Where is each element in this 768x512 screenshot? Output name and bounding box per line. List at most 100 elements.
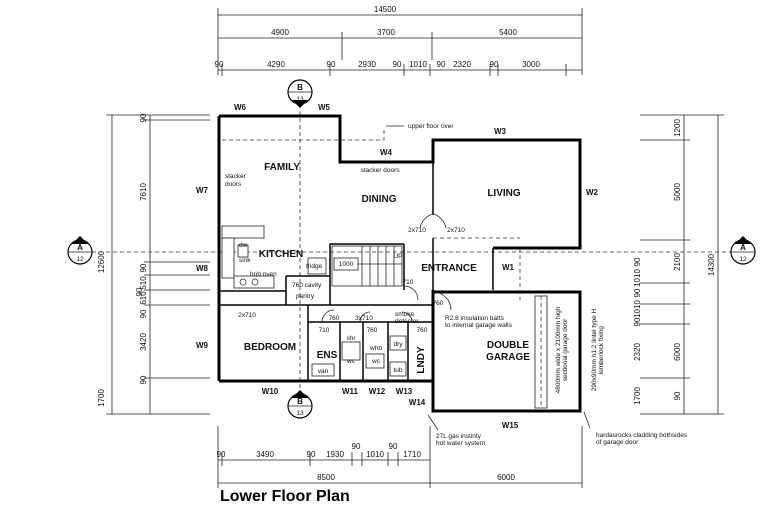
room-bedroom: BEDROOM — [244, 342, 296, 353]
dim-top-3-8: 2320 — [453, 60, 471, 69]
note-door-760-a: 760 — [433, 300, 444, 307]
dim-right-6: 90 — [633, 288, 642, 297]
note-stacker-doors: stacker doors — [360, 167, 400, 174]
window-w9: W9 — [196, 341, 209, 350]
note-stacker-left-2: doors — [225, 181, 242, 188]
dim-bot-7: 90 — [389, 442, 398, 451]
note-dryer: dry — [393, 341, 403, 348]
section-a-right-label: A — [740, 243, 746, 252]
note-smoke-2: detector — [395, 318, 419, 325]
room-family: FAMILY — [264, 162, 300, 173]
dim-bot-3: 90 — [307, 450, 316, 459]
window-w13: W13 — [396, 387, 413, 396]
dim-left-2: 7610 — [139, 183, 148, 201]
dim-bot-8: 1710 — [403, 450, 421, 459]
note-door-2x710-c: 2x710 — [238, 312, 256, 319]
note-door-760-c: 760 — [417, 327, 428, 334]
dim-top-3-3: 90 — [327, 60, 336, 69]
section-b-top-sheet: 13 — [296, 96, 304, 103]
dim-top-3-5: 90 — [393, 60, 402, 69]
note-upper-floor: upper floor over — [408, 123, 454, 130]
dim-bot-4: 1930 — [326, 450, 344, 459]
room-living: LIVING — [487, 188, 521, 199]
section-b-bottom-sheet: 13 — [296, 410, 304, 417]
dim-left-5: 90 — [135, 287, 144, 296]
room-kitchen: KITCHEN — [259, 249, 303, 260]
left-dimension-lines — [106, 114, 210, 415]
window-w1: W1 — [502, 263, 515, 272]
note-wc-1: wc — [346, 358, 356, 365]
note-wc-2: wc — [371, 358, 381, 365]
dim-right-overall: 14300 — [707, 253, 716, 276]
note-door-3x710: 3x710 — [355, 315, 373, 322]
section-a-left-sheet: 12 — [76, 256, 84, 263]
room-ensuite: ENS — [317, 350, 338, 361]
staircase — [331, 245, 403, 287]
dim-right-1: 1200 — [673, 119, 682, 137]
room-entrance: ENTRANCE — [421, 263, 477, 274]
note-fridge: fridge — [306, 263, 323, 270]
note-lintel-1: 290x90mm h1.2 lintel type H — [591, 309, 598, 392]
dim-top-3-1: 90 — [215, 60, 224, 69]
bottom-dimension-lines — [217, 426, 583, 488]
note-door-2x710-b: 2x710 — [447, 227, 465, 234]
note-insulation-2: to internal garage walls — [445, 322, 513, 329]
dim-left-8: 3420 — [139, 333, 148, 351]
dim-top-2-3: 5400 — [499, 28, 517, 37]
window-w5: W5 — [318, 103, 331, 112]
dim-left-10: 1700 — [97, 389, 106, 407]
section-b-top-label: B — [297, 83, 303, 92]
dim-top-2-2: 3700 — [377, 28, 395, 37]
room-garage-line2: GARAGE — [486, 352, 530, 363]
note-door-710-a: 710 — [403, 279, 414, 286]
door-swings — [321, 213, 452, 323]
dim-right-2: 5000 — [673, 183, 682, 201]
window-w6: W6 — [234, 103, 247, 112]
note-cladding-2: of garage door — [596, 439, 639, 446]
dim-left-6: 610 — [139, 291, 148, 305]
note-insulation-1: R2.8 insulation batts — [445, 315, 505, 322]
note-lintel-2: kimberlock fixing — [598, 326, 605, 374]
note-shower: shr — [346, 335, 356, 342]
note-pantry: pantry — [296, 293, 315, 300]
upper-floor-outline — [222, 130, 521, 300]
dim-bot-overall-right: 6000 — [497, 473, 515, 482]
window-w2: W2 — [586, 188, 599, 197]
note-basin: whb — [369, 345, 382, 352]
note-door-2x710-a: 2x710 — [408, 227, 426, 234]
note-vanity: van — [318, 368, 329, 375]
note-gas-1: 27L gas instinty — [436, 433, 482, 440]
window-w7: W7 — [196, 186, 209, 195]
window-w4: W4 — [380, 148, 393, 157]
kitchen-bench — [221, 225, 327, 289]
right-dimension-lines — [640, 114, 724, 415]
note-dw: dw — [239, 242, 248, 249]
dim-left-overall: 12600 — [97, 250, 106, 273]
dim-left-4: 510 — [139, 276, 148, 290]
dim-top-2-1: 4900 — [271, 28, 289, 37]
dim-left-3: 90 — [139, 263, 148, 272]
cladding-leader — [583, 411, 591, 429]
dim-right-3: 2100 — [673, 253, 682, 271]
section-marker-a-left: A 12 — [67, 236, 93, 265]
note-stair-1000: 1000 — [339, 261, 354, 268]
dim-right-7: 1010 — [633, 300, 642, 318]
dim-top-3-10: 3000 — [522, 60, 540, 69]
dim-left-9: 90 — [139, 375, 148, 384]
dim-bot-2: 3490 — [256, 450, 274, 459]
note-hob-oven: hob oven — [250, 271, 277, 278]
dim-top-3-2: 4290 — [267, 60, 285, 69]
dim-right-5: 1010 — [633, 269, 642, 287]
window-w11: W11 — [342, 387, 359, 396]
dim-bot-6: 1010 — [366, 450, 384, 459]
window-w14: W14 — [409, 398, 426, 407]
dim-right-12: 90 — [673, 391, 682, 400]
note-tub: tub — [393, 367, 402, 374]
note-door-760-d: 760 — [367, 327, 378, 334]
note-cladding-1: hardasrocks cladding bothsides — [596, 432, 688, 439]
room-laundry: LNDY — [416, 346, 427, 374]
note-garage-door-1: 4800mm wide x 2100mm high — [555, 306, 562, 393]
exterior-walls — [217, 114, 582, 413]
top-dimension-lines — [217, 8, 583, 76]
